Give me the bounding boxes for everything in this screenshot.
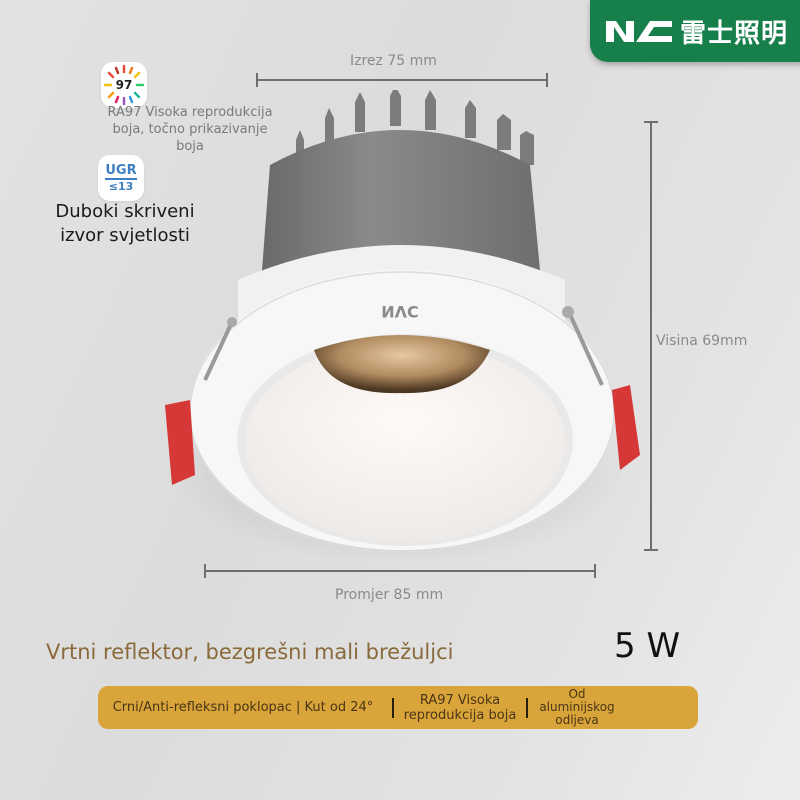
brand-badge: 雷士照明: [590, 0, 800, 62]
feature-separator: [392, 697, 394, 718]
power-rating: 5 W: [614, 626, 681, 666]
height-dimension-cap-top: [644, 121, 658, 123]
height-dimension-label: Visina 69mm: [656, 333, 748, 349]
brand-chinese-name: 雷士照明: [680, 18, 789, 49]
height-dimension-line: [650, 121, 652, 550]
diameter-dimension-cap-right: [594, 564, 596, 578]
ra-value: 97: [115, 78, 133, 92]
feature-anti-glare: Crni/Anti-refleksni poklopac | Kut od 24…: [112, 700, 374, 715]
feature-ra97: RA97 Visoka reprodukcija boja: [403, 692, 517, 723]
feature-aluminium: Od aluminijskog odljeva: [539, 687, 615, 727]
feature-separator: [526, 697, 528, 718]
height-dimension-cap-bottom: [644, 549, 658, 551]
ra97-color-rendering-icon: 97: [101, 62, 147, 108]
diameter-dimension-cap-left: [204, 564, 206, 578]
ra97-description: RA97 Visoka reprodukcija boja, točno pri…: [107, 105, 273, 154]
diameter-dimension-label: Promjer 85 mm: [335, 587, 444, 603]
deep-light-source-description: Duboki skriveni izvor svjetlosti: [55, 201, 195, 246]
downlight-product-image: NVC: [165, 90, 640, 560]
diameter-dimension-line: [204, 570, 596, 572]
svg-text:NVC: NVC: [381, 302, 419, 321]
ugr-value: ≤13: [108, 179, 134, 193]
ugr-glare-icon: UGR ≤13: [98, 155, 144, 201]
cutout-dimension-cap-right: [546, 73, 548, 87]
ugr-label: UGR: [105, 162, 137, 180]
cutout-dimension-label: Izrez 75 mm: [350, 53, 437, 69]
cutout-dimension-line: [256, 79, 548, 81]
feature-bar: Crni/Anti-refleksni poklopac | Kut od 24…: [98, 686, 698, 729]
nvc-logo-icon: [606, 21, 672, 42]
cutout-dimension-cap-left: [256, 73, 258, 87]
product-title: Vrtni reflektor, bezgrešni mali brežuljc…: [46, 640, 454, 664]
